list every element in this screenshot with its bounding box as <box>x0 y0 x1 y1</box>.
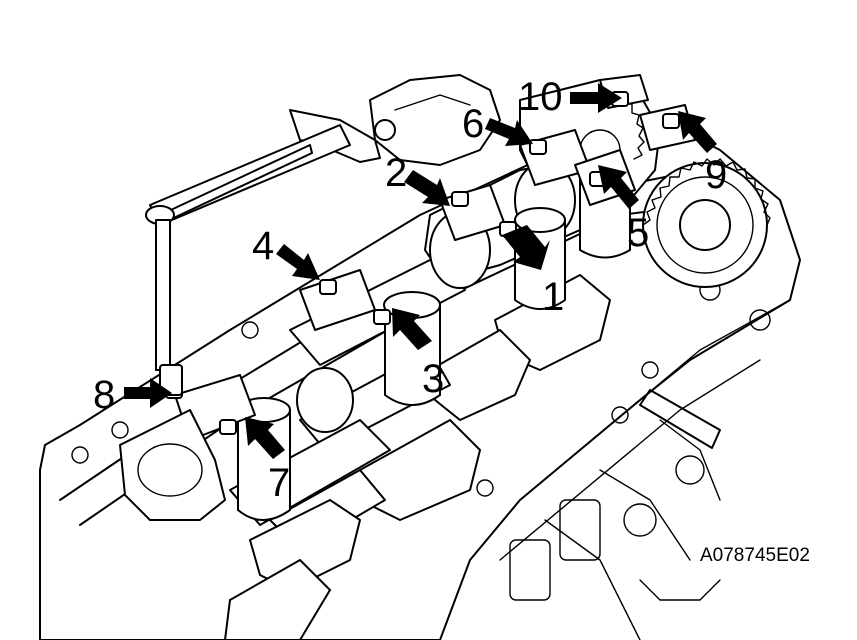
arrow-5 <box>598 165 639 209</box>
rear-boss <box>369 74 501 166</box>
arrow-4 <box>276 244 320 280</box>
label-1: 1 <box>542 275 564 319</box>
callout-numbers: 1 2 3 4 5 6 7 8 9 10 <box>93 75 727 505</box>
arrow-6 <box>485 118 533 146</box>
arrow-8 <box>124 378 172 408</box>
arrow-2 <box>404 170 450 206</box>
pointer-arrows <box>124 83 717 459</box>
label-9: 9 <box>705 153 727 197</box>
bearing-caps <box>119 74 696 521</box>
label-8: 8 <box>93 373 115 417</box>
arrow-9 <box>678 111 717 153</box>
camshaft-gear <box>642 158 771 288</box>
label-2: 2 <box>385 151 407 195</box>
figure-code: A078745E02 <box>700 545 810 566</box>
label-7: 7 <box>268 461 290 505</box>
label-4: 4 <box>252 224 274 268</box>
arrow-10 <box>570 83 622 113</box>
torque-wrench <box>145 109 396 396</box>
label-6: 6 <box>462 102 484 146</box>
arrow-3 <box>392 308 432 350</box>
arrow-1 <box>502 225 550 270</box>
arrow-7 <box>245 417 285 459</box>
label-10: 10 <box>518 75 563 119</box>
label-5: 5 <box>627 211 649 255</box>
intake-camshaft <box>224 419 481 640</box>
label-3: 3 <box>422 357 444 401</box>
